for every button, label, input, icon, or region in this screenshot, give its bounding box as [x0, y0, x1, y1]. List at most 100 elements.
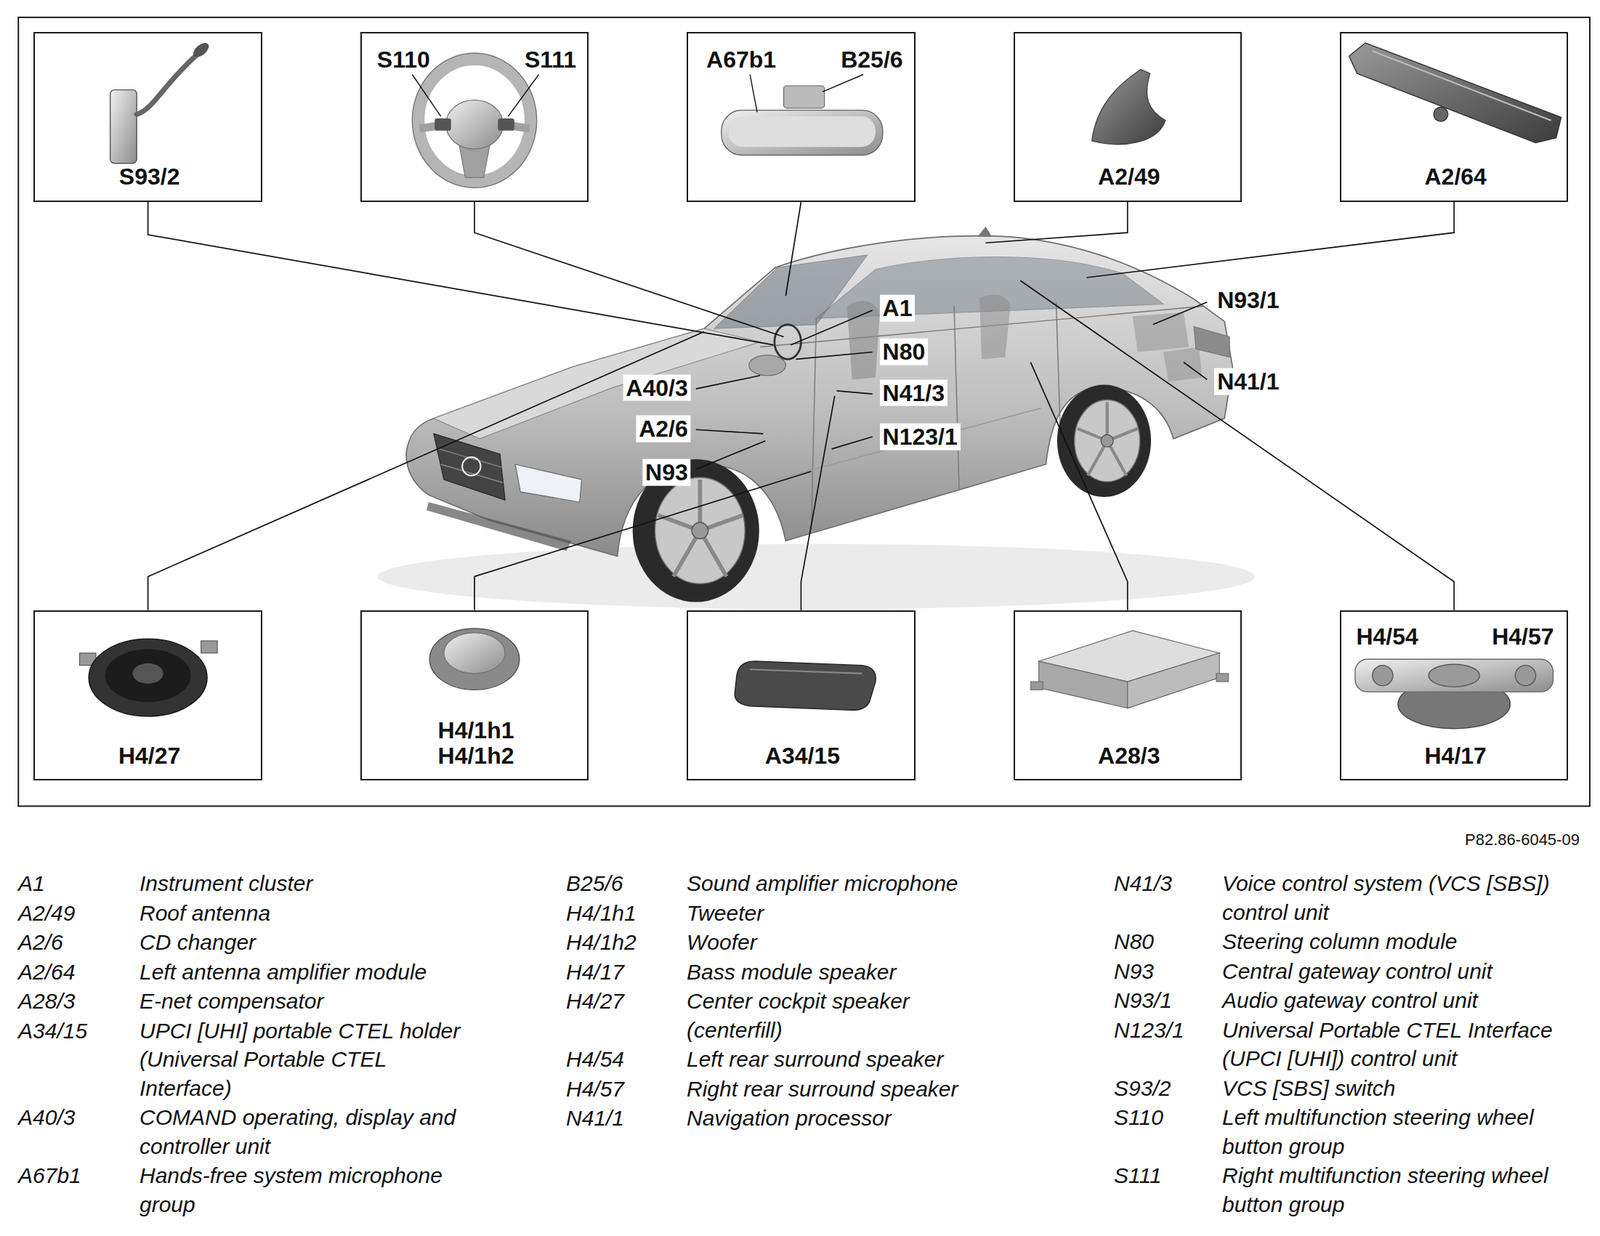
legend-description: Bass module speaker [686, 957, 992, 987]
antenna-module-picture [1349, 42, 1562, 144]
tweeter-picture [443, 632, 505, 674]
component-box: S110 S111 [360, 31, 590, 203]
part-code: S111 [524, 47, 577, 74]
legend-code: H4/54 [566, 1044, 625, 1074]
compensator-picture [1127, 653, 1220, 709]
compensator-picture [1030, 681, 1043, 690]
legend-code: H4/1h1 [566, 898, 637, 928]
legend-code: A2/64 [18, 957, 75, 987]
steering-wheel-picture [411, 74, 539, 117]
antenna-module-picture [1349, 42, 1562, 144]
leader-line [474, 201, 785, 337]
mirror-picture [721, 74, 883, 156]
part-code: H4/1h1 [438, 717, 515, 744]
component-box: A28/3 [1013, 610, 1243, 782]
car-illustration [377, 544, 1256, 610]
legend-description: Right rear surround speaker [686, 1074, 992, 1104]
car-illustration [691, 522, 708, 539]
legend-description: UPCI [UHI] portable CTEL holder (Univers… [139, 1016, 463, 1103]
steering-wheel-picture [434, 118, 451, 131]
legend-code: S111 [1113, 1161, 1162, 1191]
component-box: H4/54H4/57H4/17 [1339, 610, 1569, 782]
roof-antenna-picture [1092, 69, 1166, 144]
mirror-picture [749, 74, 864, 113]
speaker-picture [132, 663, 164, 684]
legend-code: H4/17 [566, 957, 625, 987]
part-code: S110 [377, 47, 431, 74]
legend-description: Navigation processor [686, 1103, 992, 1133]
part-code: B25/6 [840, 47, 903, 74]
part-code: S93/2 [119, 164, 181, 190]
callout-code: N80 [879, 338, 929, 366]
roof-antenna-picture [1092, 69, 1166, 144]
compensator-picture [1030, 630, 1228, 709]
leader-line [148, 201, 1455, 611]
speaker-picture [88, 638, 208, 717]
car-illustration [1132, 312, 1189, 353]
car-illustration [433, 433, 505, 500]
car-illustration [1193, 326, 1230, 357]
figure-reference: P82.86-6045-09 [1464, 830, 1580, 850]
antenna-module-picture [1372, 50, 1552, 120]
callout-code: A2/6 [635, 414, 692, 442]
car-illustration [515, 464, 582, 503]
legend-code: A28/3 [18, 986, 75, 1016]
leader-line [148, 201, 774, 346]
component-box: A2/64 [1339, 31, 1569, 203]
legend-code: H4/27 [566, 986, 625, 1016]
speaker-picture [201, 640, 218, 654]
car-illustration [438, 449, 503, 483]
legend-code: A67b1 [18, 1161, 82, 1191]
car-illustration [847, 300, 880, 380]
stalk-switch-picture [110, 39, 212, 163]
leader-line [785, 201, 801, 296]
legend-description: Left antenna amplifier module [139, 957, 463, 987]
steering-wheel-picture [411, 53, 539, 188]
callout-code: A40/3 [622, 374, 691, 402]
legend-description: COMAND operating, display and controller… [139, 1102, 463, 1161]
callout-code: N41/3 [879, 379, 948, 407]
mirror-picture [721, 110, 883, 156]
callout-code: N123/1 [879, 423, 961, 451]
legend-description: Left multifunction steering wheel button… [1222, 1102, 1571, 1161]
legend-code: S110 [1113, 1102, 1164, 1133]
car-illustration [749, 355, 787, 376]
leader-line [800, 396, 835, 611]
leader-line [1020, 280, 1454, 611]
legend-code: N41/1 [566, 1103, 625, 1133]
callout-code: N93/1 [1214, 286, 1282, 314]
legend-code: A40/3 [18, 1102, 75, 1133]
legend-code: N93/1 [1113, 986, 1173, 1016]
steering-wheel-picture [411, 53, 537, 188]
part-code: A2/64 [1424, 164, 1486, 190]
legend-description: CD changer [139, 927, 463, 957]
component-box: A34/15 [686, 610, 916, 782]
leader-line [148, 331, 705, 610]
outer-frame [18, 17, 1590, 807]
callout-code: N41/1 [1214, 368, 1282, 396]
component-box: A2/49 [1013, 31, 1243, 203]
speaker-picture [79, 638, 218, 717]
car-illustration [655, 477, 746, 584]
car-illustration [426, 502, 572, 551]
legend-code: N41/3 [1113, 869, 1173, 899]
legend-description: Audio gateway control unit [1222, 986, 1571, 1016]
illustration [18, 17, 1590, 807]
compensator-picture [1216, 673, 1229, 682]
component-box: S93/2 [33, 31, 263, 203]
speaker-picture [105, 648, 192, 702]
legend-code: N93 [1113, 956, 1154, 987]
tweeter-picture [429, 628, 520, 690]
part-code: A28/3 [1097, 744, 1160, 770]
steering-wheel-picture [459, 144, 490, 178]
legend-description: Right multifunction steering wheel butto… [1222, 1161, 1571, 1219]
car-illustration [1163, 346, 1202, 382]
part-code: H4/1h2 [438, 744, 515, 770]
leader-line [837, 390, 873, 394]
legend-description: Steering column module [1222, 927, 1571, 957]
stalk-switch-picture [136, 53, 200, 115]
leader-line [1030, 362, 1127, 611]
phone-holder-picture [734, 661, 876, 710]
compensator-picture [1039, 661, 1128, 709]
legend-description: Hands-free system microphone group [139, 1161, 463, 1219]
